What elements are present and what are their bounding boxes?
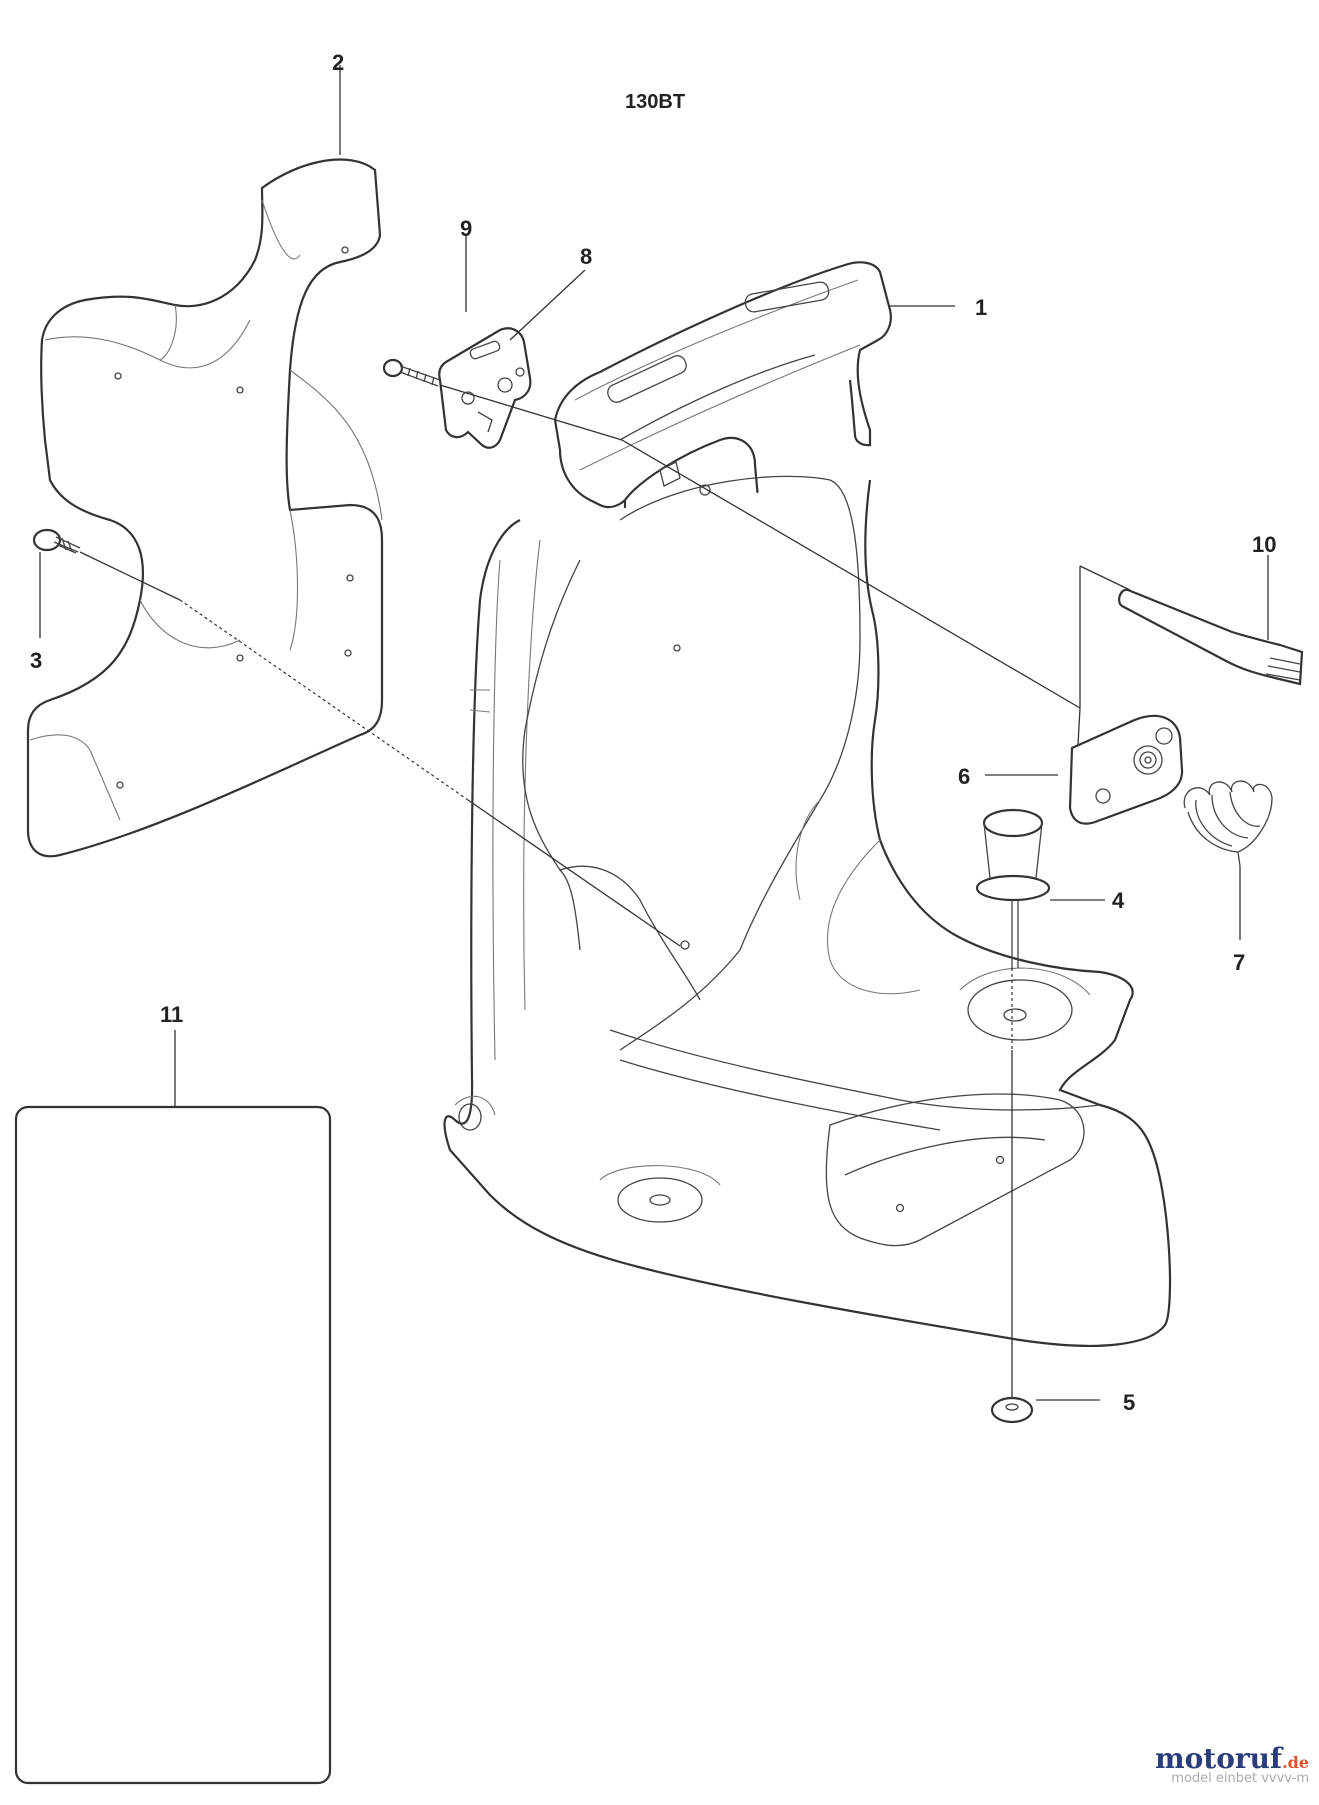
callout-5: 5: [1123, 1390, 1135, 1415]
part-8-bracket: [438, 327, 532, 449]
diagram-title: 130BT: [625, 91, 685, 113]
callout-1: 1: [975, 295, 987, 320]
callout-8: 8: [580, 244, 592, 269]
part-3-screw: [32, 528, 81, 554]
assembly-lines: [79, 384, 1081, 1398]
callout-4: 4: [1112, 888, 1125, 913]
callout-7: 7: [1233, 950, 1245, 975]
part-10-strap: [1079, 565, 1304, 686]
callout-2: 2: [332, 50, 344, 75]
callout-labels: 1 2 3 4 5 6 7 8 9 10 11: [30, 50, 1276, 1415]
callout-leaders: [39, 65, 1269, 1401]
part-4-bushing: [975, 808, 1051, 968]
callout-10: 10: [1252, 532, 1276, 557]
part-9-screw: [382, 358, 441, 387]
part-1-frame: [443, 261, 1172, 1347]
callout-6: 6: [958, 764, 970, 789]
part-7-spring: [1183, 780, 1273, 867]
callout-9: 9: [460, 216, 472, 241]
watermark-tld: .de: [1282, 1753, 1309, 1772]
part-11-label: [14, 1105, 332, 1785]
watermark-brand: motoruf: [1154, 1742, 1283, 1775]
callout-3: 3: [30, 648, 42, 673]
part-5-washer: [990, 1396, 1034, 1424]
callout-11: 11: [160, 1002, 183, 1027]
watermark: motoruf.de model einbet vvvv-m: [1155, 1742, 1309, 1786]
part-6-buckle: [1068, 714, 1184, 825]
watermark-subtitle: model einbet vvvv-m: [1171, 1771, 1309, 1786]
watermark-logo: motoruf.de: [1155, 1742, 1309, 1775]
part-2-back-pad: [26, 158, 384, 858]
